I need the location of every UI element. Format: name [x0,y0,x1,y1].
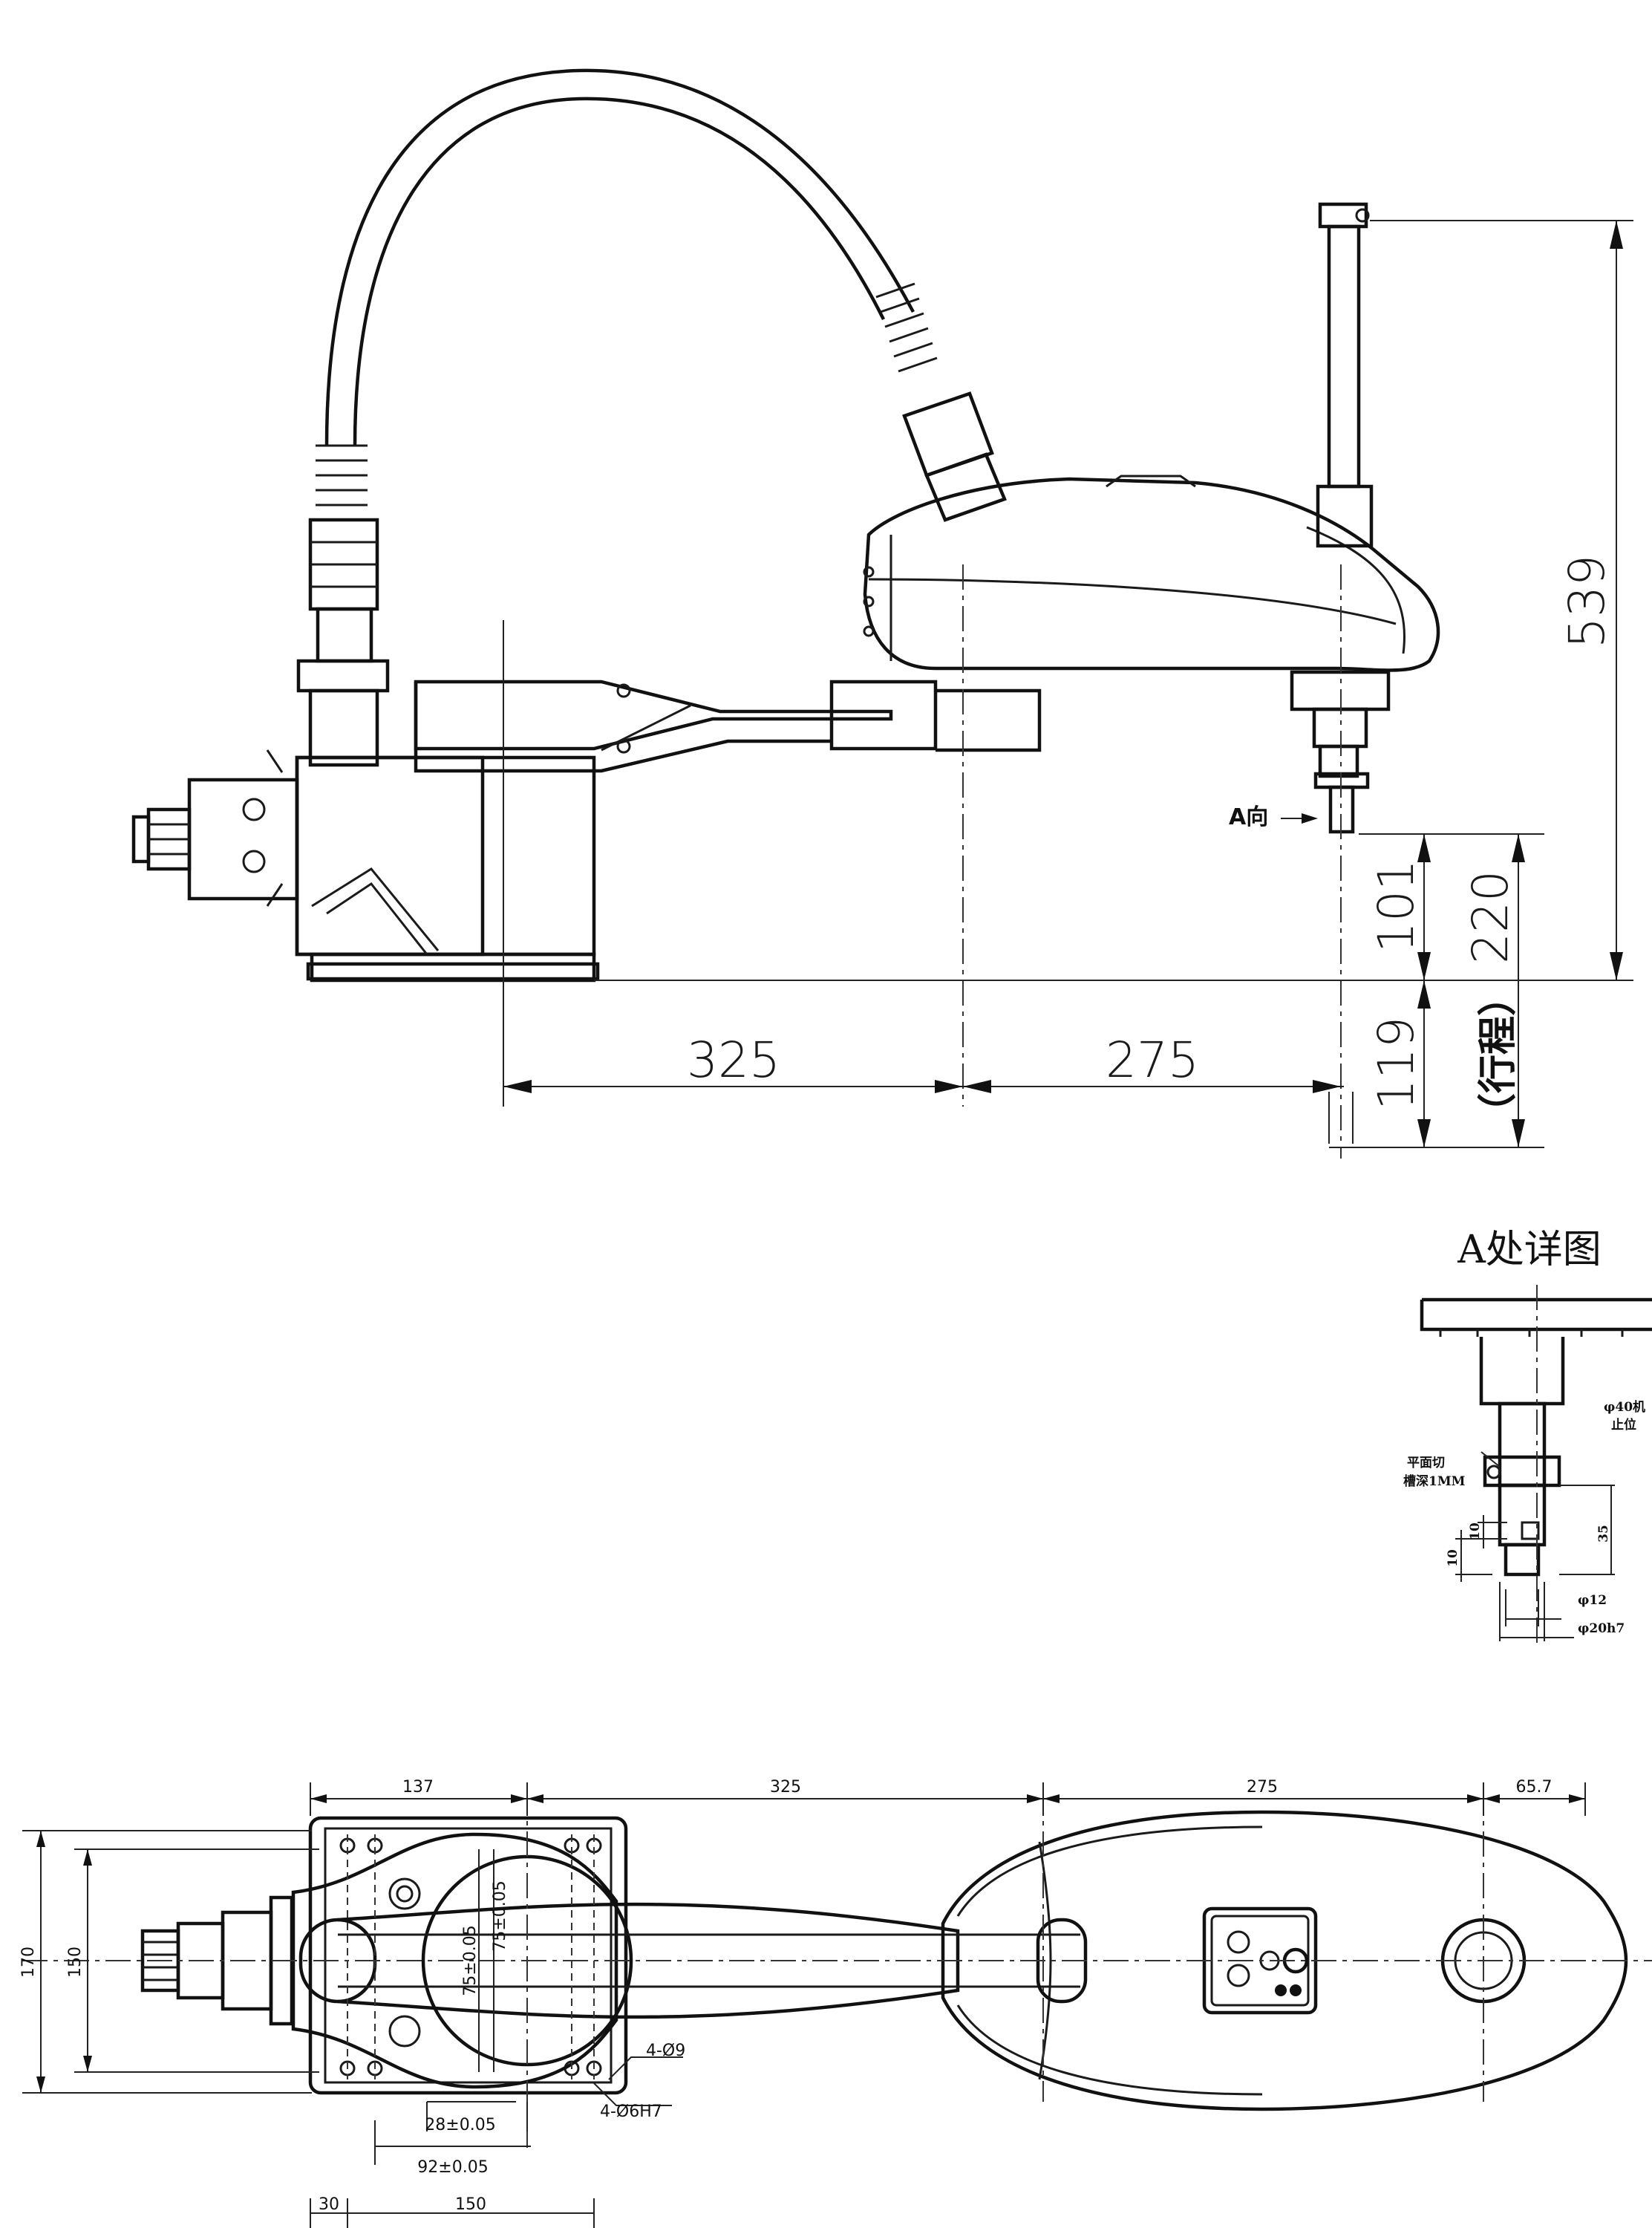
dim-arm2: 275 [1106,1032,1199,1089]
dim-stroke-upper: 101 [1368,859,1425,953]
connector-right [902,391,1007,522]
view-a-label: A向 [1229,804,1268,830]
dim-arm1: 325 [687,1032,780,1089]
dim-top-275: 275 [1247,1778,1278,1797]
detail-note-shaft-bottom: 止位 [1611,1417,1636,1433]
detail-note-flat-1: 平面切 [1407,1456,1445,1470]
dim-top-170: 170 [19,1947,38,1978]
dim-top-28: 28±0.05 [425,2116,495,2134]
detail-dim-10b: 10 [1446,1549,1460,1567]
dim-stroke: 220 [1462,870,1519,964]
side-dimensions [503,220,1633,1148]
dim-top-75-b: 75±0.05 [491,1880,509,1951]
note-holes-b: 4-Ø6H7 [600,2102,662,2121]
top-view: 137 325 275 65.7 170 150 75±0.05 75±0.05… [19,1778,1652,2228]
cable-hose [316,68,938,506]
dim-top-75-a: 75±0.05 [461,1925,480,1996]
dim-top-92: 92±0.05 [417,2158,488,2177]
base-side-connector [131,749,299,907]
connector-left [296,518,390,767]
detail-dim-10a: 10 [1468,1522,1483,1540]
dim-top-30: 30 [319,2195,339,2214]
detail-dim-phi12: φ12 [1578,1593,1607,1608]
dim-top-150-bottom: 150 [455,2195,486,2214]
dim-top-325: 325 [770,1778,801,1797]
robot-base [295,755,600,983]
detail-dim-35: 35 [1596,1525,1611,1543]
dim-stroke-lower: 119 [1368,1017,1425,1110]
side-view: 539 220 （行程） 101 119 325 275 A向 [131,68,1633,1159]
base-mount-plate [308,1816,628,2095]
dim-top-150-left: 150 [66,1947,85,1978]
side-center-lines [503,564,1342,1159]
note-holes-a: 4-Ø9 [646,2042,685,2060]
top-dimensions [22,1782,1586,2228]
arm-1 [414,680,1042,773]
detail-dim-phi20: φ20h7 [1578,1621,1625,1636]
detail-a: A处详图 φ40机 止位 平面切 槽深1MM 35 10 10 φ12 φ20h… [1403,1228,1652,1649]
dim-top-137: 137 [402,1778,434,1797]
detail-a-title: A处详图 [1457,1228,1602,1272]
ball-screw-shaft [1290,202,1391,834]
dim-height-total: 539 [1558,555,1616,648]
dim-stroke-label: （行程） [1476,977,1521,1132]
detail-note-shaft-top: φ40机 [1604,1399,1645,1415]
top-center-lines [22,1790,1652,2154]
dim-top-65-7: 65.7 [1516,1778,1553,1797]
detail-note-flat-2: 槽深1MM [1403,1473,1466,1489]
arm-2-housing [863,475,1440,672]
